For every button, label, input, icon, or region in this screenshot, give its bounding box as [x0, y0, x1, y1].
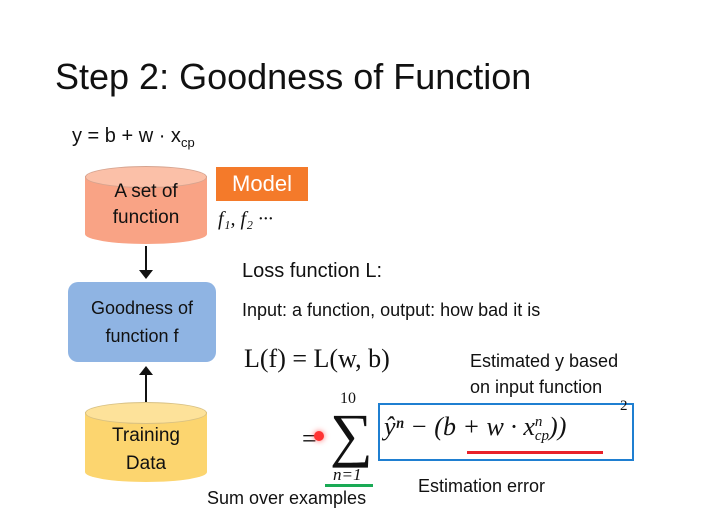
note-line: Estimated y based: [470, 351, 619, 371]
superscript: n: [534, 414, 543, 431]
error-box: [378, 403, 634, 461]
power: 2: [620, 398, 628, 414]
error-note: Estimation error: [418, 476, 546, 496]
label: Data: [125, 453, 167, 474]
sum-note: Sum over examples: [207, 488, 367, 508]
label: A set of: [114, 181, 178, 202]
label: Goodness of: [90, 298, 194, 318]
sum-symbol: ∑: [330, 402, 373, 468]
subscript: cp: [534, 428, 550, 445]
goodness-box: Goodness of function f: [68, 282, 216, 362]
training-data-cylinder: Training Data: [85, 402, 207, 482]
arrow-down: [145, 246, 147, 276]
sum-upper: 10: [340, 390, 356, 407]
slide-title: Step 2: Goodness of Function: [55, 56, 532, 97]
loss-equation: L(f) = L(w, b): [244, 344, 390, 373]
loss-heading: Loss function L:: [242, 260, 383, 282]
red-underline: [467, 451, 603, 454]
arrow-up: [145, 372, 147, 408]
equals-sign: =: [302, 424, 317, 453]
label: Training: [112, 425, 180, 446]
green-underline: [325, 484, 373, 487]
close-parens: )): [549, 412, 567, 441]
arrow-head-icon: [139, 366, 153, 375]
equation-subscript: cp: [180, 135, 195, 150]
label: function: [112, 207, 180, 228]
sum-lower: n=1: [333, 465, 362, 484]
equation-text: y = b + w · x: [72, 125, 181, 147]
model-badge: Model: [216, 167, 308, 201]
model-equation: y = b + w · xcp: [72, 125, 195, 150]
pointer-dot: [314, 431, 324, 441]
estimated-note: Estimated y based on input function: [470, 348, 618, 400]
model-term: b + w · x: [442, 412, 535, 441]
label: function f: [105, 326, 179, 346]
note-line: on input function: [470, 377, 603, 397]
arrow-head-icon: [139, 270, 153, 279]
loss-description: Input: a function, output: how bad it is: [242, 300, 541, 320]
function-list: f₁, f₂ ···: [218, 208, 274, 230]
set-of-function-cylinder: A set of function: [85, 166, 207, 246]
yhat-term: ŷⁿ − (: [384, 412, 443, 441]
